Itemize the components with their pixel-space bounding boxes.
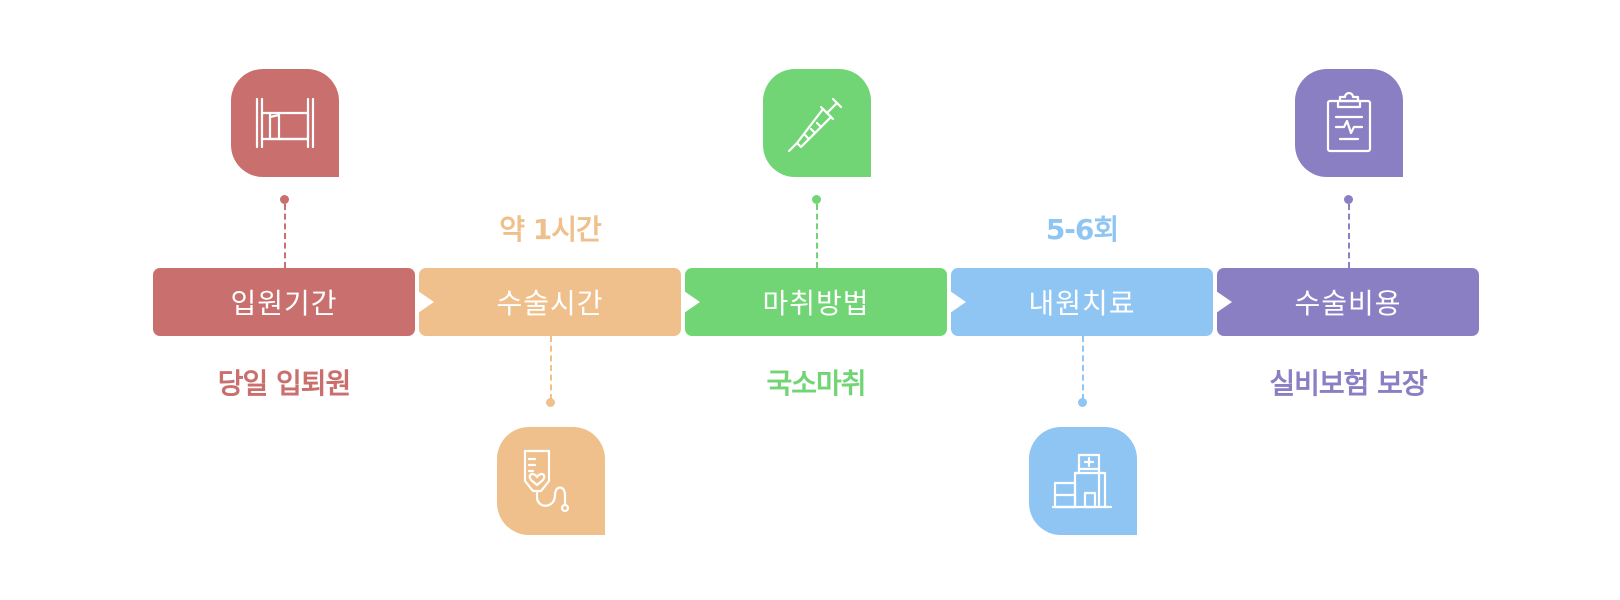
step-bar: 마취방법 [685, 268, 947, 336]
step-note: 약 1시간 [499, 213, 602, 246]
connector-dot [546, 398, 555, 407]
arrow-notch [684, 291, 700, 313]
step-bar: 입원기간 [153, 268, 415, 336]
step-anesthesia: 마취방법 국소마취 [684, 0, 949, 600]
step-note: 당일 입퇴원 [217, 367, 352, 400]
clipboard-icon [1326, 91, 1372, 153]
arrow-notch [418, 291, 434, 313]
iv-drip-icon-tile [497, 427, 605, 535]
step-surgery-cost: 수술비용 실비보험 보장 [1216, 0, 1481, 600]
connector-line [1348, 204, 1350, 268]
hospital-icon-tile [1029, 427, 1137, 535]
step-bar: 수술시간 [419, 268, 681, 336]
connector-line [284, 204, 286, 268]
step-note: 5-6회 [1045, 213, 1119, 246]
step-note: 국소마취 [766, 367, 866, 400]
connector-dot [812, 195, 821, 204]
connector-dot [280, 195, 289, 204]
connector-line [550, 336, 552, 400]
arrow-notch [950, 291, 966, 313]
connector-dot [1078, 398, 1087, 407]
step-bar: 내원치료 [951, 268, 1213, 336]
step-note: 실비보험 보장 [1269, 367, 1427, 400]
step-label: 입원기간 [230, 287, 338, 320]
connector-line [816, 204, 818, 268]
step-bar: 수술비용 [1217, 268, 1479, 336]
clipboard-icon-tile [1295, 69, 1403, 177]
step-label: 마취방법 [762, 287, 870, 320]
step-label: 수술비용 [1294, 287, 1402, 320]
bed-icon-tile [231, 69, 339, 177]
syringe-icon [787, 97, 843, 153]
step-hospital-stay: 입원기간 당일 입퇴원 [153, 0, 417, 600]
step-surgery-time: 약 1시간 수술시간 [418, 0, 683, 600]
step-label: 수술시간 [496, 287, 604, 320]
step-outpatient-visits: 5-6회 내원치료 [950, 0, 1215, 600]
iv-drip-icon [523, 449, 570, 513]
connector-dot [1344, 195, 1353, 204]
bed-icon [255, 97, 315, 149]
hospital-icon [1051, 453, 1113, 509]
connector-line [1082, 336, 1084, 400]
syringe-icon-tile [763, 69, 871, 177]
arrow-notch [1216, 291, 1232, 313]
step-label: 내원치료 [1028, 287, 1136, 320]
